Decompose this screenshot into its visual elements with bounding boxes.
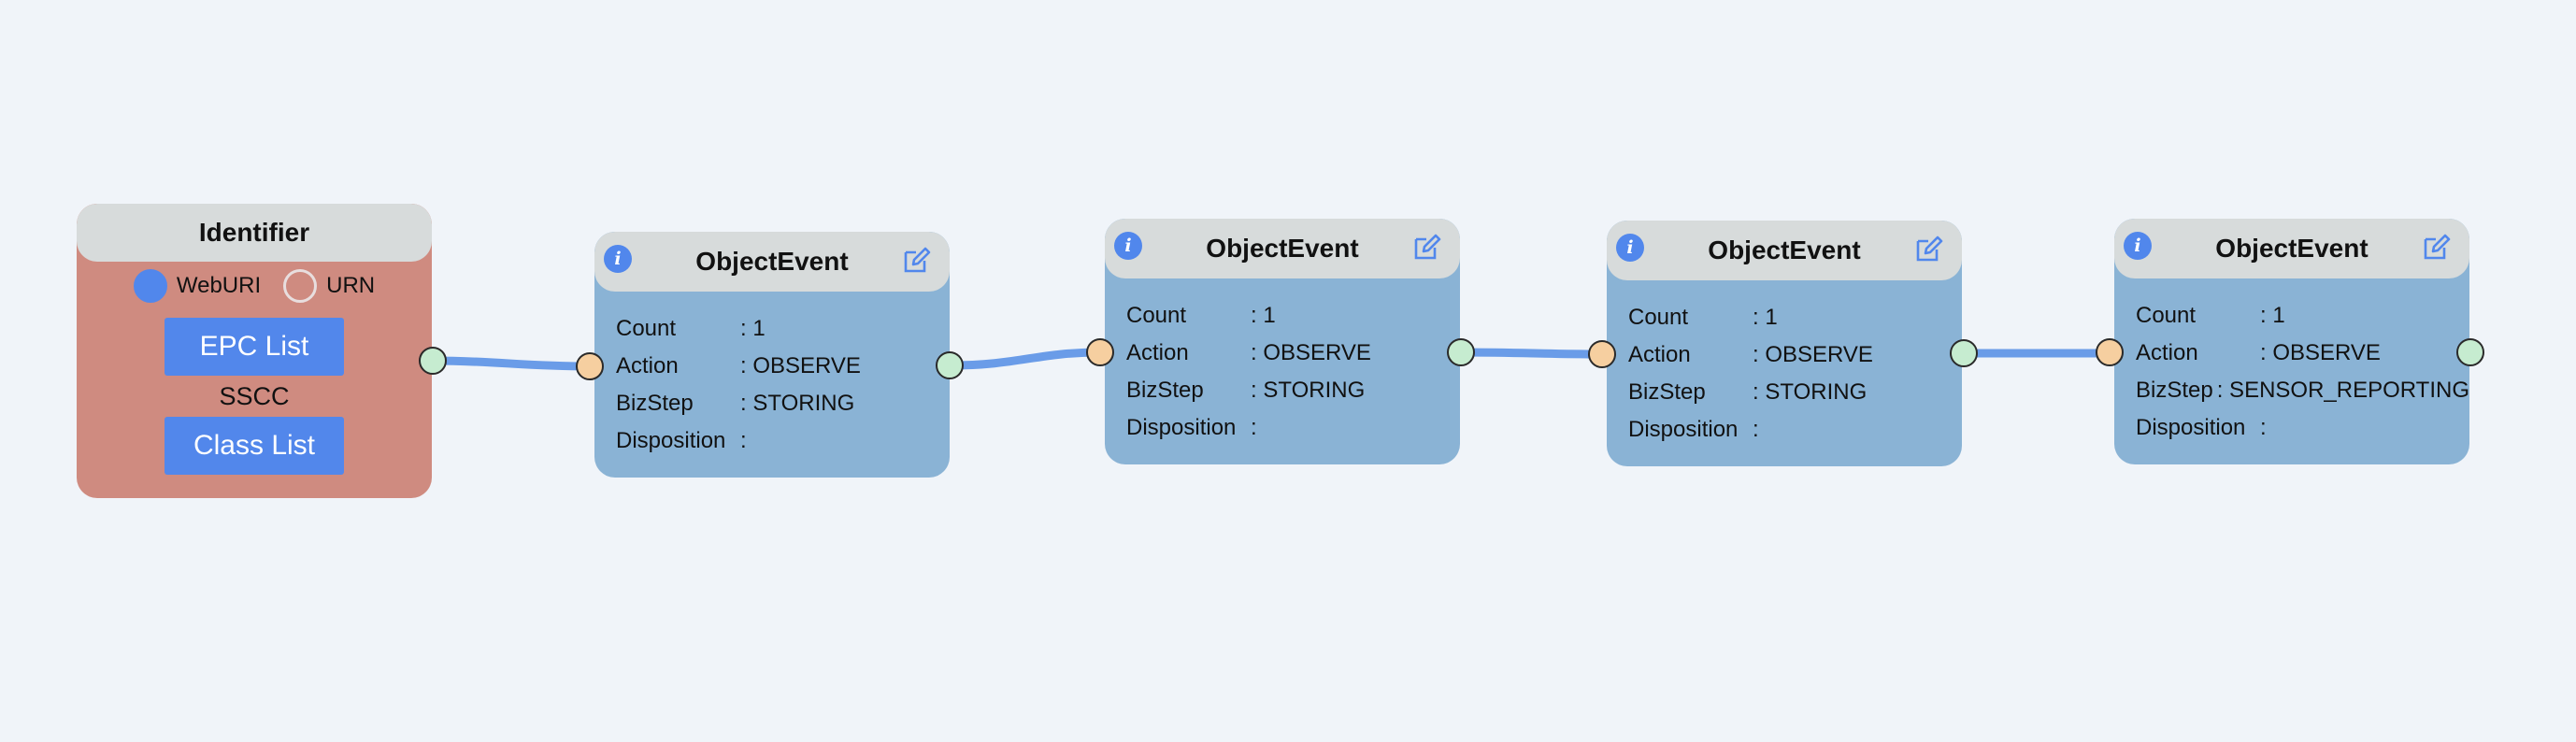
identifier-node-title: Identifier (77, 204, 432, 262)
object-event-header: i ObjectEvent (1607, 221, 1962, 280)
field-row-disposition: Disposition: (1126, 409, 1460, 447)
weburi-radio[interactable] (133, 269, 167, 303)
field-key: Count (1126, 303, 1187, 328)
event-2-output-port[interactable] (1447, 338, 1475, 366)
event-2-input-port[interactable] (1086, 338, 1114, 366)
field-value: : OBSERVE (1753, 342, 1873, 367)
field-value: : (2260, 415, 2267, 440)
object-event-title: ObjectEvent (1206, 234, 1359, 263)
event-3-input-port[interactable] (1588, 340, 1616, 368)
object-event-header: i ObjectEvent (2114, 219, 2469, 278)
field-key: Count (1628, 305, 1689, 330)
field-value: : STORING (1251, 378, 1366, 403)
field-row-action: Action : OBSERVE (1126, 335, 1460, 372)
edge-event-1-to-event-2[interactable] (945, 348, 1105, 370)
field-row-count: Count : 1 (2136, 297, 2469, 335)
urn-radio-label: URN (326, 273, 376, 298)
field-row-bizstep: BizStep: SENSOR_REPORTING (2136, 372, 2469, 409)
field-key: BizStep (616, 391, 694, 416)
field-row-bizstep: BizStep : STORING (1126, 372, 1460, 409)
object-event-title: ObjectEvent (695, 247, 849, 276)
object-event-node[interactable]: i ObjectEvent Count : 1 Action : OBSERVE B… (2114, 219, 2469, 464)
event-3-output-port[interactable] (1950, 339, 1978, 367)
object-event-header: i ObjectEvent (594, 232, 950, 292)
object-event-node[interactable]: i ObjectEvent Count : 1 Action : OBSERVE B… (1105, 219, 1460, 464)
object-event-node[interactable]: i ObjectEvent Count : 1 Action : OBSERVE B… (594, 232, 950, 478)
field-key: Disposition (1126, 415, 1237, 440)
field-value: : STORING (1753, 379, 1868, 405)
field-row-action: Action : OBSERVE (616, 348, 950, 385)
field-row-count: Count : 1 (1628, 299, 1962, 336)
field-key: Count (2136, 303, 2197, 328)
edit-icon[interactable] (1413, 233, 1441, 261)
field-key: Action (1126, 340, 1189, 365)
field-row-disposition: Disposition: (2136, 409, 2469, 447)
field-key: BizStep (2136, 378, 2213, 403)
identifier-format-radio-group: WebURI URN (77, 269, 432, 303)
object-event-title: ObjectEvent (2215, 234, 2368, 263)
field-key: Action (2136, 340, 2198, 365)
field-row-disposition: Disposition: (1628, 411, 1962, 449)
field-row-action: Action : OBSERVE (1628, 336, 1962, 374)
identifier-node[interactable]: Identifier WebURI URN EPC List SSCC Clas… (77, 204, 432, 498)
field-key: BizStep (1126, 378, 1204, 403)
field-value: : 1 (1251, 303, 1276, 328)
object-event-fields: Count : 1 Action : OBSERVE BizStep : STORIN… (1607, 280, 1962, 449)
field-row-bizstep: BizStep : STORING (1628, 374, 1962, 411)
edit-icon[interactable] (903, 246, 931, 274)
info-icon[interactable]: i (1114, 232, 1142, 260)
class-list-button[interactable]: Class List (165, 417, 344, 475)
edge-identifier-to-event-1[interactable] (428, 356, 594, 371)
event-1-output-port[interactable] (936, 351, 964, 379)
object-event-fields: Count : 1 Action : OBSERVE BizStep: SENSOR… (2114, 278, 2469, 447)
field-key: Disposition (1628, 417, 1739, 442)
field-key: Count (616, 316, 677, 341)
info-icon[interactable]: i (1616, 234, 1644, 262)
field-value: : (1251, 415, 1257, 440)
field-value: : 1 (2260, 303, 2285, 328)
field-key: Disposition (616, 428, 726, 453)
field-value: : (740, 428, 747, 453)
field-value: : OBSERVE (2260, 340, 2381, 365)
field-row-count: Count : 1 (616, 310, 950, 348)
field-value: : 1 (1753, 305, 1778, 330)
field-value: : OBSERVE (740, 353, 861, 378)
identifier-type-label: SSCC (219, 382, 290, 410)
edit-icon[interactable] (1915, 235, 1943, 263)
field-key: Action (616, 353, 679, 378)
event-4-input-port[interactable] (2096, 338, 2124, 366)
field-value: : SENSOR_REPORTING (2216, 378, 2469, 403)
object-event-fields: Count : 1 Action : OBSERVE BizStep : STORIN… (1105, 278, 1460, 447)
edit-icon[interactable] (2423, 233, 2451, 261)
field-row-bizstep: BizStep : STORING (616, 385, 950, 422)
field-row-count: Count : 1 (1126, 297, 1460, 335)
event-4-output-port[interactable] (2456, 338, 2484, 366)
object-event-fields: Count : 1 Action : OBSERVE BizStep : STORIN… (594, 292, 950, 460)
identifier-output-port[interactable] (419, 347, 447, 375)
field-value: : 1 (740, 316, 766, 341)
field-key: Disposition (2136, 415, 2246, 440)
field-row-disposition: Disposition: (616, 422, 950, 460)
event-1-input-port[interactable] (576, 352, 604, 380)
info-icon[interactable]: i (2124, 232, 2152, 260)
field-key: Action (1628, 342, 1691, 367)
field-row-action: Action : OBSERVE (2136, 335, 2469, 372)
field-key: BizStep (1628, 379, 1706, 405)
weburi-radio-label: WebURI (176, 273, 262, 298)
field-value: : STORING (740, 391, 855, 416)
field-value: : (1753, 417, 1759, 442)
info-icon[interactable]: i (604, 245, 632, 273)
edge-event-2-to-event-3[interactable] (1456, 348, 1607, 359)
object-event-title: ObjectEvent (1708, 235, 1861, 264)
epc-list-button[interactable]: EPC List (165, 318, 344, 376)
field-value: : OBSERVE (1251, 340, 1371, 365)
object-event-header: i ObjectEvent (1105, 219, 1460, 278)
urn-radio[interactable] (283, 269, 318, 303)
object-event-node[interactable]: i ObjectEvent Count : 1 Action : OBSERVE B… (1607, 221, 1962, 466)
